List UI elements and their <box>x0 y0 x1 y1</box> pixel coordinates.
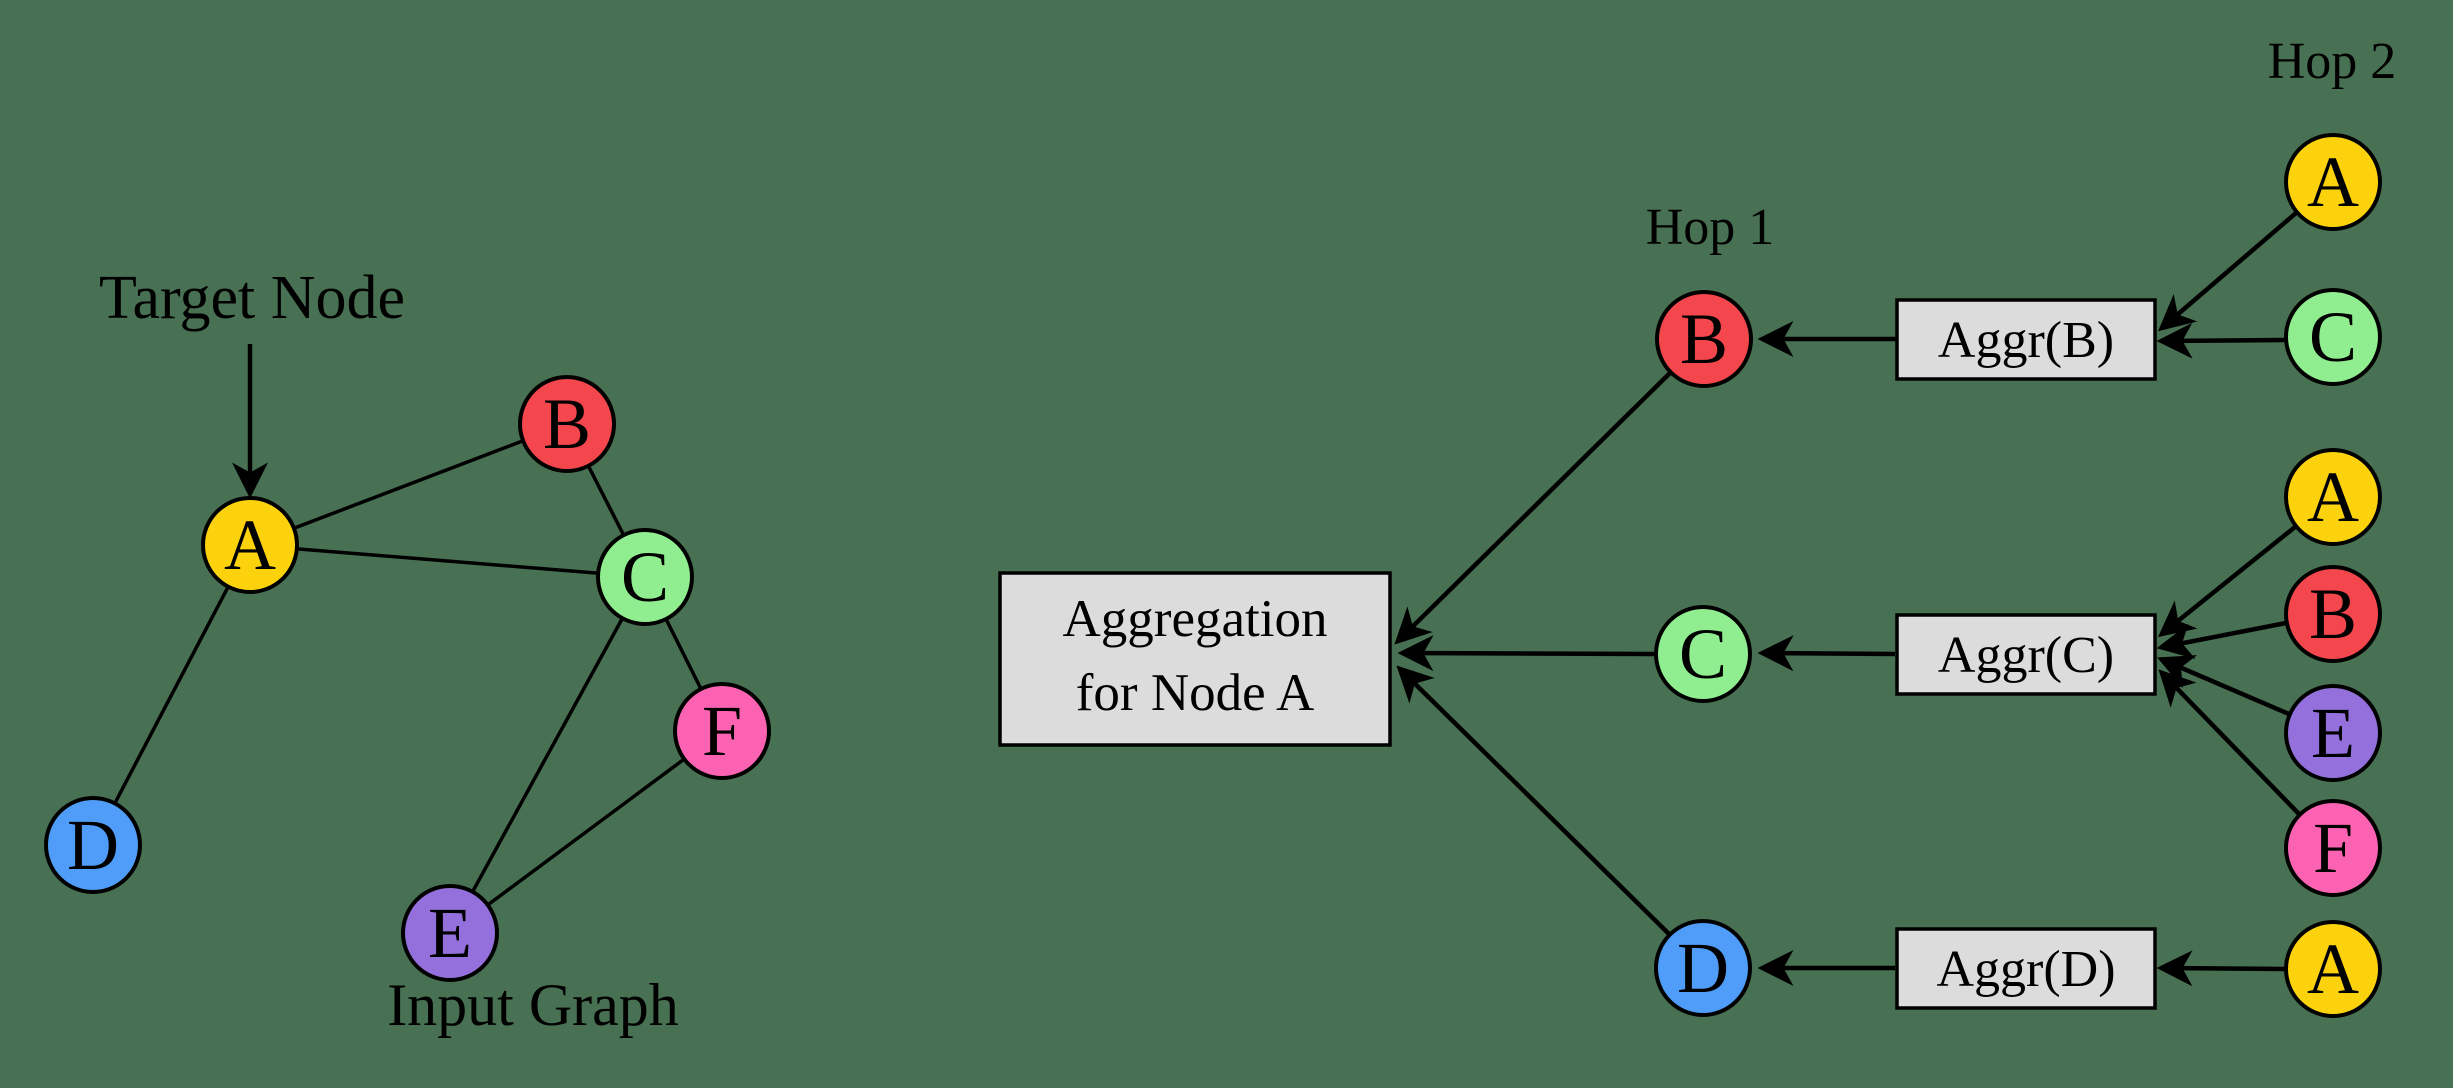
hop2-node-B-for-C-label: B <box>2309 574 2357 654</box>
hop1-node-D-label: D <box>1677 928 1729 1008</box>
arrow-hop2A-to-aggrD <box>2156 950 2287 987</box>
hop2-node-A-for-C-label: A <box>2307 457 2359 537</box>
main-aggregation-box-line1: Aggregation <box>1063 590 1328 648</box>
hop2-node-E-for-C-label: E <box>2311 693 2355 773</box>
hop2-node-B-for-C <box>2284 565 2382 663</box>
input-node-B <box>518 375 616 473</box>
hop1-node-C <box>1654 605 1752 703</box>
aggr-D-box <box>1895 927 2157 1010</box>
hop2-node-F-for-C <box>2284 799 2382 897</box>
input-node-C <box>596 528 694 626</box>
arrow-hop2C-to-aggrB <box>2156 322 2286 359</box>
arrow-hop2B-to-aggrC <box>2156 620 2287 660</box>
input-node-C-label: C <box>621 537 669 617</box>
aggr-B-box <box>1895 298 2157 381</box>
arrow-hop2E-to-aggrC <box>2157 655 2290 717</box>
input-node-D-label: D <box>67 805 119 885</box>
aggr-C-box <box>1895 613 2157 696</box>
arrow-hop2A-to-aggrB <box>2158 211 2298 332</box>
hop2-node-E-for-C <box>2284 684 2382 782</box>
aggregation-tree: Hop 1 Hop 2 Aggregation for Node A Aggr(… <box>998 33 2397 1018</box>
edge-E-F <box>448 729 724 935</box>
hop2-node-A-for-B-label: A <box>2307 142 2359 222</box>
input-node-B-label: B <box>543 384 591 464</box>
input-graph-caption: Input Graph <box>387 972 679 1038</box>
arrow-hop2A-to-aggrC <box>2157 525 2297 638</box>
edge-A-C <box>249 543 646 579</box>
hop2-node-A-for-B <box>2284 133 2382 231</box>
hop2-node-F-for-C-label: F <box>2313 808 2353 888</box>
arrow-hop2F-to-aggrC <box>2158 669 2301 816</box>
input-node-F-label: F <box>702 691 742 771</box>
hop2-node-A-for-D-label: A <box>2307 929 2359 1009</box>
hop1-node-C-label: C <box>1679 614 1727 694</box>
input-node-A-label: A <box>224 505 276 585</box>
input-node-E-label: E <box>428 893 472 973</box>
arrow-C-to-main-box <box>1397 635 1656 672</box>
main-aggregation-box <box>998 571 1392 747</box>
input-graph: Target Node A B C D E F Input Graph <box>44 264 771 1038</box>
hop2-node-C-for-B <box>2284 288 2382 386</box>
arrow-aggrC-to-C <box>1757 635 1896 672</box>
input-node-F <box>673 682 771 780</box>
hop1-node-B <box>1655 290 1753 388</box>
hop2-label: Hop 2 <box>2268 33 2397 90</box>
aggr-C-box-label: Aggr(C) <box>1938 627 2114 684</box>
arrow-D-to-main-box <box>1396 665 1671 936</box>
hop1-node-B-label: B <box>1680 299 1728 379</box>
hop2-node-C-for-B-label: C <box>2309 297 2357 377</box>
edge-A-B <box>249 422 568 547</box>
main-aggregation-box-line2: for Node A <box>1076 664 1314 722</box>
input-node-D <box>44 796 142 894</box>
aggr-D-box-label: Aggr(D) <box>1936 941 2115 998</box>
edge-A-D <box>91 544 252 846</box>
edge-C-E <box>448 576 647 934</box>
hop1-node-D <box>1654 919 1752 1017</box>
hop2-node-A-for-D <box>2284 920 2382 1018</box>
hop2-node-A-for-C <box>2284 448 2382 546</box>
arrow-B-to-main-box <box>1394 371 1672 645</box>
input-node-A <box>201 496 299 594</box>
input-node-E <box>401 884 499 982</box>
hop1-label: Hop 1 <box>1646 199 1775 256</box>
aggr-B-box-label: Aggr(B) <box>1938 312 2114 369</box>
target-node-label: Target Node <box>99 264 405 332</box>
